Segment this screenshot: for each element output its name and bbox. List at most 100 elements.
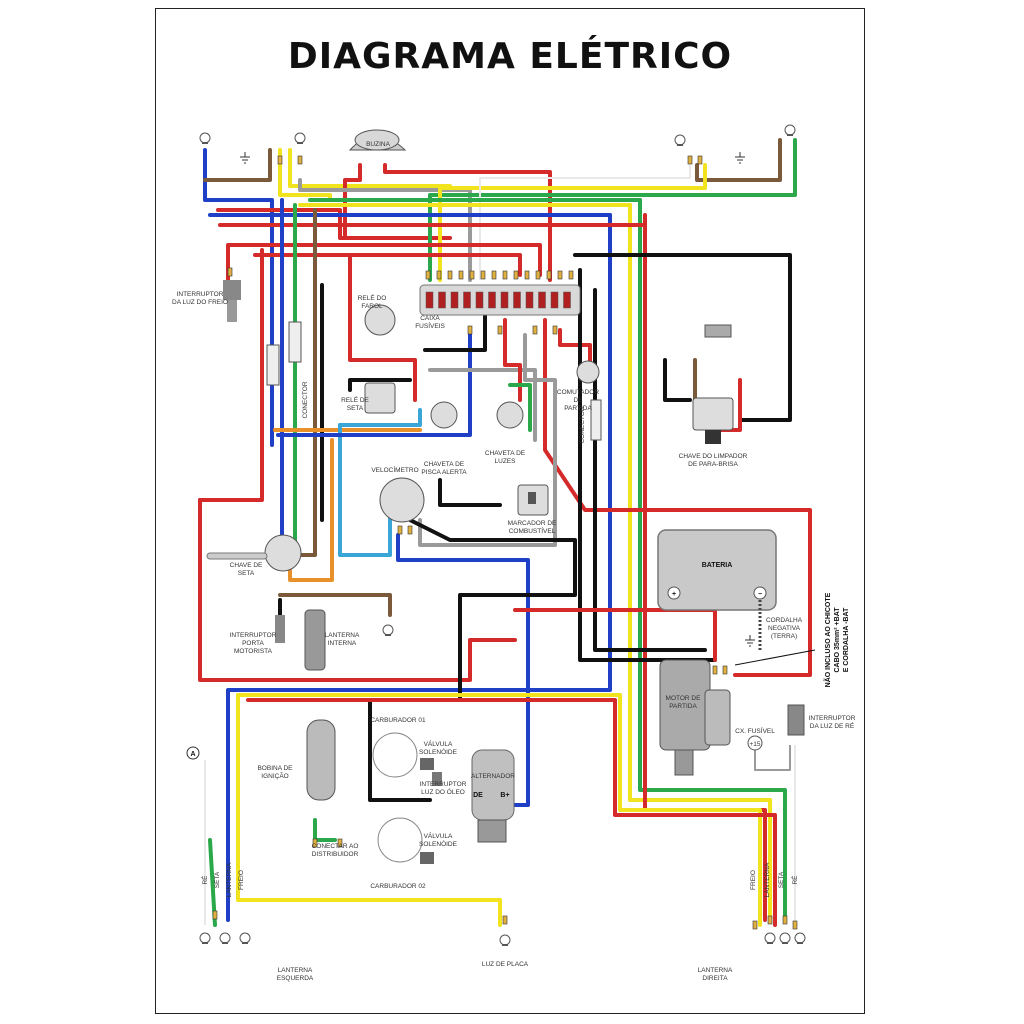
wire-red-luzes	[503, 318, 522, 402]
terminal	[722, 665, 728, 675]
bulb-icon-rear-right-2	[794, 932, 806, 944]
fuse	[525, 291, 534, 309]
fuel-gauge-label: MARCADOR DE	[508, 520, 557, 527]
wire-brown-porta	[278, 593, 392, 617]
terminal	[552, 325, 558, 335]
fuse-terminal	[568, 270, 574, 280]
switch-luzes-label: CHAVETA DE	[485, 450, 526, 457]
wire-label-left: RÉ	[200, 875, 209, 885]
fuse	[425, 291, 434, 309]
fuse-terminal	[469, 270, 475, 280]
connector-left-2	[288, 321, 302, 363]
distributor-label: DISTRIBUIDOR	[312, 851, 359, 858]
alternator-de: DE	[473, 792, 483, 799]
solenoid-2-label: SOLENÓIDE	[419, 839, 458, 848]
wire-red-comutador	[558, 328, 592, 372]
comutador-partida	[576, 360, 600, 384]
wire-black-vel	[438, 478, 502, 507]
wire-green-bobina	[313, 818, 337, 842]
rear-left-label: ESQUERDA	[277, 975, 314, 982]
wire-label-right: FREIO	[750, 870, 757, 890]
wire-blue-left-front	[203, 148, 274, 447]
ignition-coil-label: IGNIÇÃO	[261, 771, 288, 780]
wire-lightblue-1	[338, 408, 422, 427]
oil-switch-label: INTERRUPTOR	[420, 781, 467, 788]
page-title: DIAGRAMA ELÉTRICO	[287, 36, 733, 77]
door-switch-icon	[275, 615, 285, 643]
wire-red-bottom	[246, 698, 777, 927]
fuse-terminal	[425, 270, 431, 280]
wire-gray-combust	[418, 333, 557, 547]
distributor-label: CONECTAR AO	[312, 843, 359, 850]
terminal	[312, 838, 318, 848]
door-switch-label: INTERRUPTOR	[230, 632, 277, 639]
bulb-icon-rear-left-1	[219, 932, 231, 944]
fuse-box-label: FUSÍVEIS	[415, 321, 445, 330]
fuse-terminal	[557, 270, 563, 280]
interior-light-icon	[304, 609, 326, 671]
horn-label: BUZINA	[366, 141, 391, 148]
terminal	[532, 325, 538, 335]
switch-limpador-label: DE PARA-BRISA	[688, 461, 738, 468]
wire-black-limpador	[573, 253, 792, 422]
switch-pisca-alerta	[430, 401, 458, 429]
battery-label: BATERIA	[702, 562, 733, 569]
comutador-label: PARTIDA	[564, 405, 592, 412]
terminal	[277, 155, 283, 165]
wire-label-right: LANTERNA	[764, 862, 771, 897]
wire-brown-right-top	[695, 138, 782, 182]
wire-white-top	[479, 165, 691, 280]
carburetor-2	[377, 817, 423, 863]
fuse	[500, 291, 509, 309]
comutador-label: COMUTADOR	[557, 389, 599, 396]
speedometer-label: VELOCÍMETRO	[371, 465, 418, 474]
bulb-icon-right-2	[784, 124, 796, 136]
wire-yellow-plate	[236, 693, 502, 927]
terminal	[297, 155, 303, 165]
terminal	[792, 920, 798, 930]
solenoid-2-label: VÁLVULA	[424, 831, 453, 840]
terminal	[752, 920, 758, 930]
wire-black-limp-2	[663, 358, 692, 402]
turn-switch-label: CHAVE DE	[230, 562, 263, 569]
interior-light-label: LANTERNA	[325, 632, 360, 639]
wire-yellow-right-long	[628, 203, 772, 922]
wire-label-right: RÉ	[790, 875, 799, 885]
wire-label-left: SETA	[214, 871, 221, 888]
switch-pisca-label: PISCA ALERTA	[421, 469, 467, 476]
fuse	[450, 291, 459, 309]
wire-blue-mid	[276, 328, 472, 437]
battery-icon	[657, 529, 777, 611]
relay-farol	[364, 304, 396, 336]
interior-light-label: INTERNA	[328, 640, 357, 647]
fuse	[563, 291, 571, 309]
wire-red-battery-2	[513, 608, 717, 662]
fuse-box-label: CAIXA	[420, 315, 440, 322]
ground-strap-label: CORDALHA	[766, 617, 803, 624]
brake-switch-icon	[223, 280, 241, 300]
ignition-coil-icon	[306, 719, 336, 801]
rear-right-label: LANTERNA	[698, 967, 733, 974]
ground-icon-left	[240, 152, 250, 164]
terminal	[687, 155, 693, 165]
not-included-note: CABO 35mm² +BAT	[834, 607, 841, 673]
bulb-icon-rear-right-0	[764, 932, 776, 944]
terminal	[397, 525, 403, 535]
brake-switch-label: DA LUZ DO FREIO	[172, 299, 228, 306]
connector-left-1	[266, 344, 280, 386]
terminal	[212, 910, 218, 920]
fuel-pump-icon	[528, 492, 536, 504]
wire-brown-left-top	[203, 148, 272, 182]
reverse-switch-icon	[787, 704, 805, 736]
wire-label-left: FREIO	[238, 870, 245, 890]
starter-solenoid	[704, 689, 731, 746]
fuse-terminal	[513, 270, 519, 280]
wire-black-alt	[368, 518, 577, 802]
door-switch-label: MOTORISTA	[234, 648, 273, 655]
reverse-switch-label: INTERRUPTOR	[809, 715, 856, 722]
bulb-icon-right-1	[674, 134, 686, 146]
pointer-line	[734, 649, 816, 666]
fuse-terminal	[491, 270, 497, 280]
wire-red-battery	[543, 318, 812, 677]
